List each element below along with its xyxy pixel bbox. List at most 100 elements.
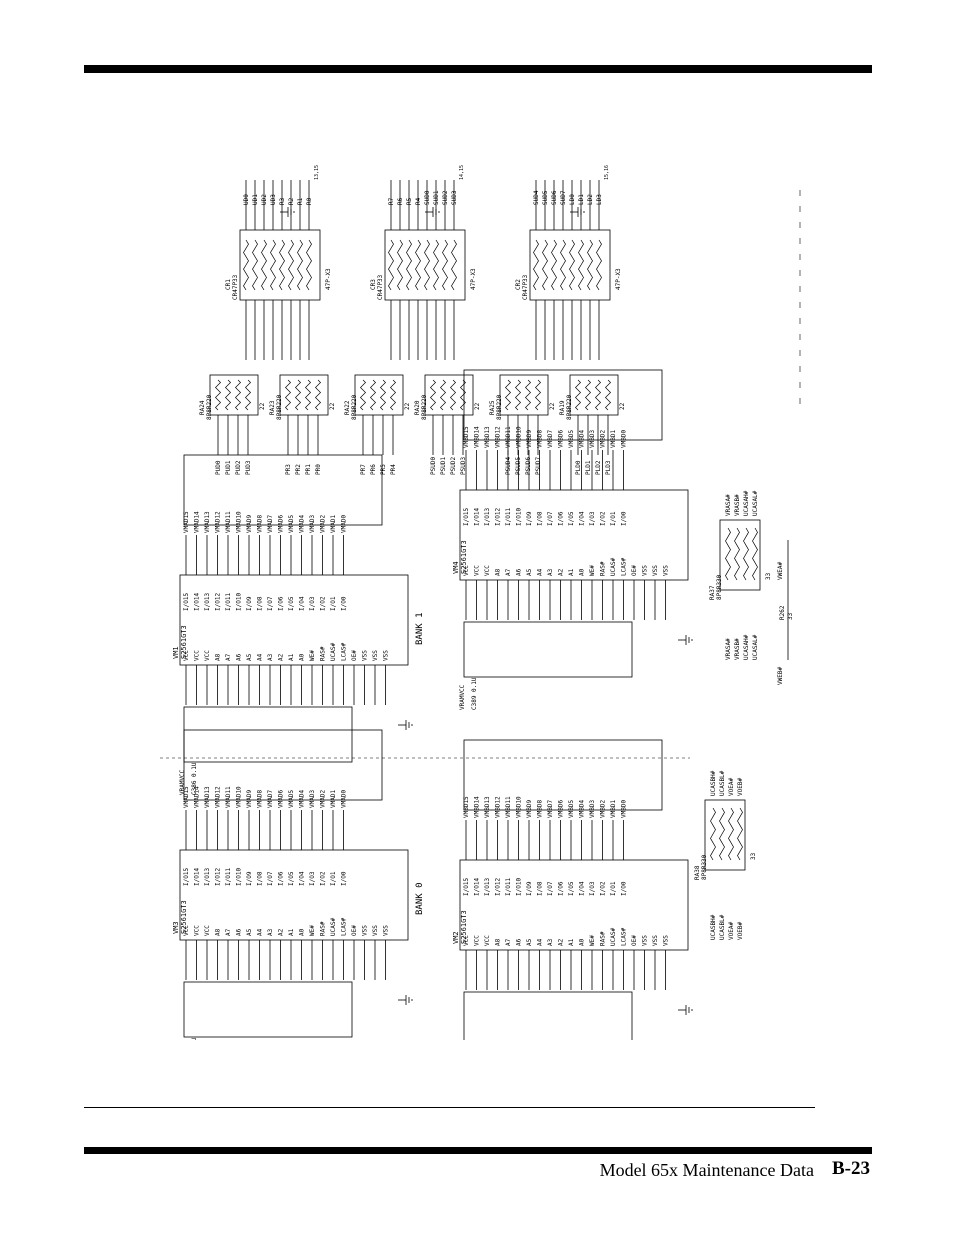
pin-name: A1 bbox=[568, 568, 575, 576]
data-net-label: VMBD14 bbox=[474, 796, 481, 818]
data-net-label: VMAD1 bbox=[330, 790, 337, 808]
data-net-label: VMBD9 bbox=[526, 430, 533, 448]
resistor-symbol bbox=[235, 379, 241, 411]
resistor-pack-body bbox=[569, 374, 619, 416]
cap-pack-label: 47P-X3 bbox=[470, 268, 477, 290]
pin-name: I/O13 bbox=[204, 593, 211, 611]
output-signal-label: R6 bbox=[397, 197, 404, 205]
resistor-symbol bbox=[245, 379, 251, 411]
net-label: VRASA# bbox=[725, 638, 732, 660]
resistor-symbol bbox=[725, 527, 731, 581]
pin-name: A2 bbox=[278, 653, 285, 661]
power-rail-label: VRAMVCC bbox=[179, 769, 186, 795]
output-signal-label: R3 bbox=[279, 197, 286, 205]
pin-name: A8 bbox=[495, 568, 502, 576]
chip-part: S2561GT3 bbox=[460, 540, 468, 574]
data-net-label: VMBD5 bbox=[568, 430, 575, 448]
cap-pack-label: 47P-X3 bbox=[615, 268, 622, 290]
resistor-symbol bbox=[719, 807, 725, 861]
resistor-pack-ref: RA37 bbox=[709, 585, 716, 600]
pin-name: I/O1 bbox=[330, 871, 337, 886]
net-label: VOEA# bbox=[728, 778, 735, 796]
signal-label: PSUD7 bbox=[535, 457, 542, 475]
pin-name: A7 bbox=[225, 928, 232, 936]
cap-pack-resistor bbox=[261, 239, 267, 291]
pin-name: I/O12 bbox=[495, 508, 502, 526]
resistor-pack-body bbox=[354, 374, 404, 416]
pin-name: I/O1 bbox=[330, 596, 337, 611]
pin-name: I/O7 bbox=[547, 511, 554, 526]
cap-pack-resistor bbox=[388, 239, 394, 291]
data-net-label: VMBD10 bbox=[516, 796, 523, 818]
pin-name: I/O6 bbox=[278, 871, 285, 886]
signal-label: PSUD6 bbox=[525, 457, 532, 475]
data-net-label: VMAD2 bbox=[320, 515, 327, 533]
signal-label: PR4 bbox=[390, 464, 397, 475]
pin-name: VCC bbox=[183, 925, 190, 936]
resistor-pack-ref: RA22 bbox=[344, 400, 351, 415]
resistor-value: 22 bbox=[329, 402, 336, 410]
resistor-pack-ref: RA38 bbox=[694, 865, 701, 880]
pin-name: RAS# bbox=[320, 921, 327, 936]
pin-name: I/O11 bbox=[225, 868, 232, 886]
resistor-symbol bbox=[305, 379, 311, 411]
resistor-pack-ref: RA25 bbox=[489, 400, 496, 415]
output-signal-label: SUD1 bbox=[433, 190, 440, 205]
resistor-ref: R262 bbox=[779, 605, 786, 620]
pin-name: A5 bbox=[246, 928, 253, 936]
cap-pack-resistor bbox=[442, 239, 448, 291]
pin-name: UCAS# bbox=[610, 558, 617, 576]
output-signal-label: LD2 bbox=[587, 194, 594, 205]
addr-bus-connector bbox=[183, 706, 353, 763]
pin-name: LCAS# bbox=[621, 928, 628, 946]
resistor-value: 33 bbox=[787, 612, 794, 620]
data-net-label: VMBD3 bbox=[589, 800, 596, 818]
pin-name: I/O0 bbox=[621, 881, 628, 896]
resistor-symbol bbox=[605, 379, 611, 411]
resistor-pack-body bbox=[279, 374, 329, 416]
chip-ref: VM3 bbox=[172, 921, 180, 934]
power-rail-label: VRAMVCC bbox=[459, 684, 466, 710]
output-signal-label: R1 bbox=[297, 197, 304, 205]
resistor-symbol bbox=[440, 379, 446, 411]
pin-name: I/O9 bbox=[526, 511, 533, 526]
net-label: VOEB# bbox=[737, 922, 744, 940]
chip-ref: VM1 bbox=[172, 646, 180, 659]
resistor-symbol bbox=[460, 379, 466, 411]
pin-name: WE# bbox=[309, 650, 316, 661]
resistor-pack-value: 8P8R220 bbox=[496, 394, 503, 420]
pin-name: VSS bbox=[642, 565, 649, 576]
pin-name: VCC bbox=[183, 650, 190, 661]
pin-name: I/O13 bbox=[484, 508, 491, 526]
data-net-label: VMAD1 bbox=[330, 515, 337, 533]
pin-name: I/O3 bbox=[309, 596, 316, 611]
data-net-label: VMBD9 bbox=[526, 800, 533, 818]
pin-name: I/O14 bbox=[194, 868, 201, 886]
resistor-symbol bbox=[585, 379, 591, 411]
pin-name: A5 bbox=[526, 938, 533, 946]
net-label: VRASA# bbox=[725, 494, 732, 516]
pin-name: A3 bbox=[547, 938, 554, 946]
pin-name: I/O8 bbox=[537, 881, 544, 896]
signal-label: PUD3 bbox=[245, 460, 252, 475]
data-net-label: VMAD7 bbox=[267, 790, 274, 808]
pin-name: I/O6 bbox=[558, 511, 565, 526]
pin-name: VSS bbox=[383, 925, 390, 936]
pin-name: A7 bbox=[225, 653, 232, 661]
data-bus-connector bbox=[463, 369, 663, 441]
pin-name: A3 bbox=[267, 928, 274, 936]
signal-label: PLD3 bbox=[605, 460, 612, 475]
data-net-label: VMAD13 bbox=[204, 786, 211, 808]
resistor-symbol bbox=[215, 379, 221, 411]
data-net-label: VMAD10 bbox=[236, 511, 243, 533]
pin-name: I/O3 bbox=[309, 871, 316, 886]
pin-name: VSS bbox=[383, 650, 390, 661]
output-signal-label: R2 bbox=[288, 197, 295, 205]
pin-name: I/O9 bbox=[246, 871, 253, 886]
